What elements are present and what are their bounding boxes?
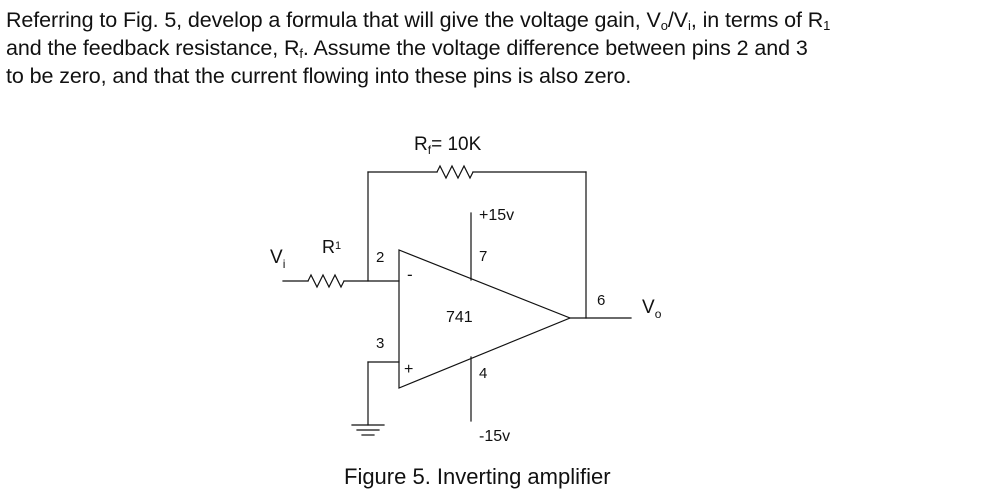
question-line-1-text: Referring to Fig. 5, develop a formula t… bbox=[6, 8, 661, 32]
r1-label-sub: 1 bbox=[335, 240, 341, 252]
vo-label-sub: o bbox=[655, 307, 662, 321]
vi-label-sub: i bbox=[283, 257, 286, 271]
rf-label: Rf= 10K bbox=[414, 134, 482, 157]
noninverting-input-sign: + bbox=[404, 361, 413, 378]
question-line-2-tail: . Assume the voltage difference between … bbox=[302, 36, 808, 60]
vo-label: Vo bbox=[642, 297, 662, 321]
vo-subscript: o bbox=[660, 18, 668, 33]
pin-6-label: 6 bbox=[597, 292, 605, 309]
pin-2-label: 2 bbox=[376, 249, 384, 266]
opamp-model-label: 741 bbox=[446, 309, 473, 326]
pin-4-label: 4 bbox=[479, 365, 487, 382]
negative-supply-label: -15v bbox=[479, 428, 510, 445]
question-line-2: and the feedback resistance, Rf. Assume … bbox=[6, 34, 981, 62]
question-line-1-tail: , in terms of R bbox=[690, 8, 824, 32]
question-line-1: Referring to Fig. 5, develop a formula t… bbox=[6, 6, 981, 34]
pin-3-label: 3 bbox=[376, 335, 384, 352]
rf-label-sub: f bbox=[428, 143, 432, 157]
figure-caption: Figure 5. Inverting amplifier bbox=[344, 464, 611, 489]
question-line-3: to be zero, and that the current flowing… bbox=[6, 64, 632, 88]
rf-subscript: f bbox=[299, 46, 303, 61]
question-text: Referring to Fig. 5, develop a formula t… bbox=[6, 6, 981, 90]
inverting-input-sign: - bbox=[407, 265, 413, 284]
r1-subscript: 1 bbox=[823, 18, 831, 33]
opamp-triangle bbox=[398, 249, 572, 389]
vi-label-main: V bbox=[270, 247, 283, 268]
pin-7-label: 7 bbox=[479, 248, 487, 265]
r1-label-main: R bbox=[322, 237, 335, 257]
positive-supply-label: +15v bbox=[479, 207, 514, 224]
rf-resistor bbox=[436, 164, 474, 180]
rf-label-main: R bbox=[414, 134, 428, 155]
question-slash: /V bbox=[667, 8, 689, 32]
rf-label-value: = 10K bbox=[431, 134, 482, 155]
question-line-2-text: and the feedback resistance, R bbox=[6, 36, 300, 60]
vi-label: Vi bbox=[270, 247, 285, 271]
vo-label-main: V bbox=[642, 297, 655, 318]
vi-subscript: i bbox=[688, 18, 691, 33]
r1-resistor bbox=[307, 273, 345, 289]
r1-label: R1 bbox=[322, 237, 341, 257]
